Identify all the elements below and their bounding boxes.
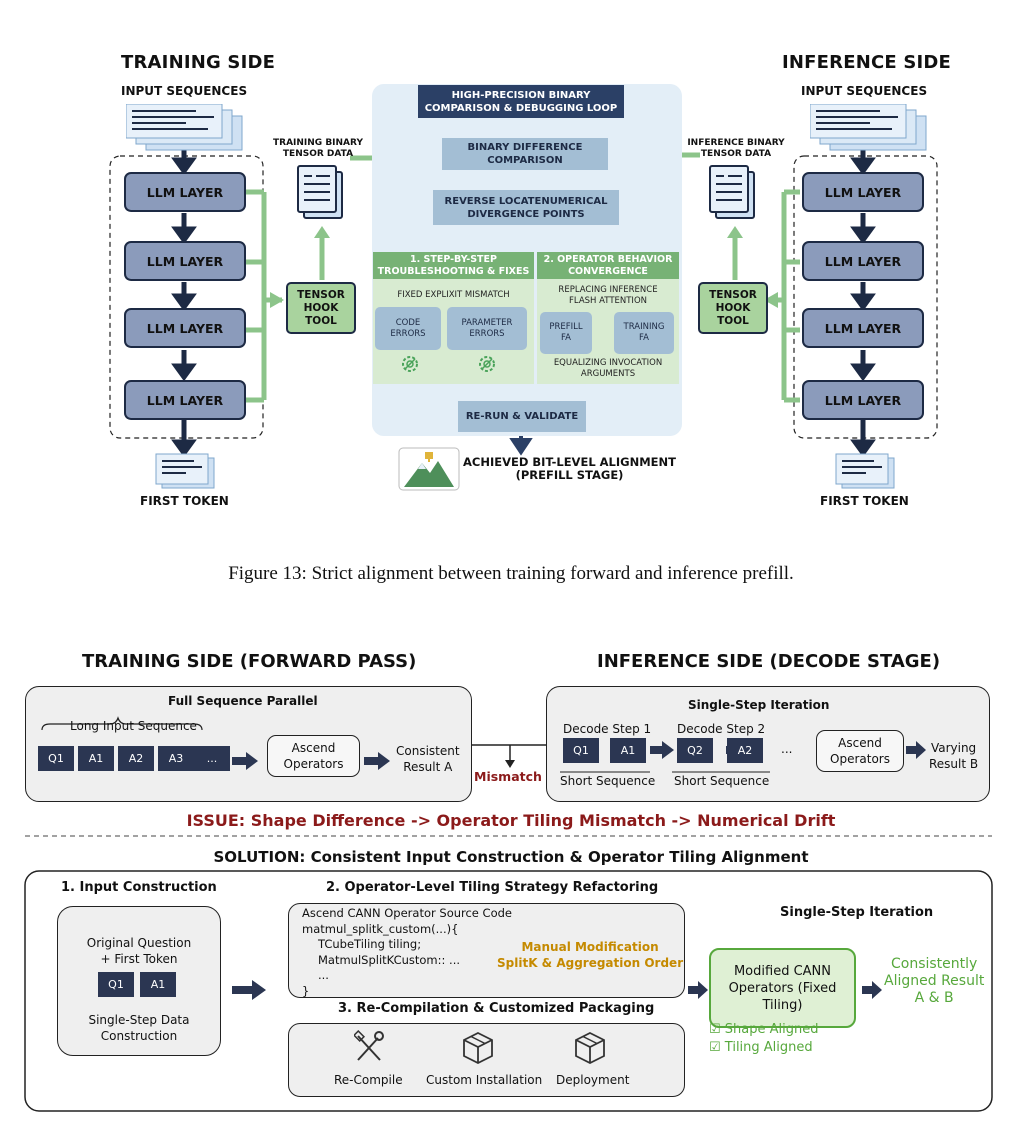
step1-note: FIXED EXPLIXIT MISMATCH — [397, 290, 510, 300]
llm-layer-right-2: LLM LAYER — [802, 241, 924, 281]
token-a3: A3 — [158, 746, 194, 771]
short-sequence-1: Short Sequence — [560, 774, 656, 788]
ic-token-a1: A1 — [140, 972, 176, 997]
recompile-label: Re-Compile — [334, 1073, 403, 1087]
input-construction-title: 1. Input Construction — [61, 880, 217, 895]
figure13-caption: Figure 13: Strict alignment between trai… — [228, 563, 794, 584]
solution-statement: SOLUTION: Consistent Input Construction … — [213, 848, 809, 866]
package-box-icon — [463, 1031, 493, 1064]
first-token-right: FIRST TOKEN — [820, 494, 909, 508]
training-side-title: TRAINING SIDE — [121, 52, 276, 73]
d2-token-q2: Q2 — [677, 738, 713, 763]
llm-layer-right-1: LLM LAYER — [802, 172, 924, 212]
decode-step-2: Decode Step 2 — [677, 722, 766, 736]
d2-token-a2: A2 — [727, 738, 763, 763]
issue-statement: ISSUE: Shape Difference -> Operator Tili… — [186, 811, 836, 830]
mismatch-label: Mismatch — [474, 769, 542, 784]
llm-layer-right-4: LLM LAYER — [802, 380, 924, 420]
input-sequences-icon-right — [810, 104, 927, 151]
inference-side-title: INFERENCE SIDE — [782, 52, 952, 73]
short-sequence-2: Short Sequence — [674, 774, 770, 788]
llm-layer-left-2: LLM LAYER — [124, 241, 246, 281]
input-sequences-left: INPUT SEQUENCES — [121, 84, 248, 98]
inference-decode-title: INFERENCE SIDE (DECODE STAGE) — [597, 651, 941, 672]
long-input-label: Long Input Sequence — [70, 719, 197, 733]
original-question-label: Original Question+ First Token — [86, 936, 192, 966]
llm-layer-right-3: LLM LAYER — [802, 308, 924, 348]
d1-token-q1: Q1 — [563, 738, 599, 763]
trophy-mountain-icon — [398, 447, 460, 491]
gear-fix-icon — [479, 356, 495, 372]
source-code-box — [288, 903, 685, 998]
ic-token-q1: Q1 — [98, 972, 134, 997]
rerun-validate-box: RE-RUN & VALIDATE — [458, 401, 586, 432]
single-step-title: Single-Step Iteration — [688, 698, 830, 712]
llm-layer-left-1: LLM LAYER — [124, 172, 246, 212]
gear-fix-icon — [402, 356, 418, 372]
tiling-refactor-title: 2. Operator-Level Tiling Strategy Refact… — [326, 880, 659, 895]
tiling-aligned-check: ☑ Tiling Aligned — [709, 1040, 813, 1055]
inference-binary-doc-icon — [709, 165, 755, 219]
tools-icon — [354, 1030, 384, 1061]
single-step-right-title: Single-Step Iteration — [780, 905, 934, 920]
token-a1: A1 — [78, 746, 114, 771]
code-snippet: Ascend CANN Operator Source Code matmul_… — [302, 906, 512, 998]
first-token-icon-right — [835, 453, 895, 489]
shape-aligned-check: ☑ Shape Aligned — [709, 1022, 819, 1037]
custom-installation-label: Custom Installation — [426, 1073, 543, 1087]
llm-layer-left-3: LLM LAYER — [124, 308, 246, 348]
full-sequence-panel — [25, 686, 472, 802]
decode-step-1: Decode Step 1 — [563, 722, 652, 736]
decode-ellipsis: ... — [781, 742, 793, 756]
token-a2: A2 — [118, 746, 154, 771]
deployment-box-icon — [575, 1031, 605, 1064]
token-ellipsis: ... — [194, 746, 230, 771]
training-forward-title: TRAINING SIDE (FORWARD PASS) — [82, 651, 417, 672]
first-token-left: FIRST TOKEN — [140, 494, 229, 508]
first-token-icon-left — [155, 453, 215, 489]
llm-layer-left-4: LLM LAYER — [124, 380, 246, 420]
recompile-title: 3. Re-Compilation & Customized Packaging — [338, 1001, 655, 1016]
training-binary-doc-icon — [297, 165, 343, 219]
full-sequence-title: Full Sequence Parallel — [168, 694, 318, 708]
input-construction-box — [57, 906, 221, 1056]
achieved-alignment-label: ACHIEVED BIT-LEVEL ALIGNMENT(PREFILL STA… — [463, 455, 676, 482]
input-sequences-right: INPUT SEQUENCES — [801, 84, 928, 98]
token-q1: Q1 — [38, 746, 74, 771]
input-sequences-icon-left — [126, 104, 243, 151]
deployment-label: Deployment — [556, 1073, 630, 1087]
d1-token-a1: A1 — [610, 738, 646, 763]
